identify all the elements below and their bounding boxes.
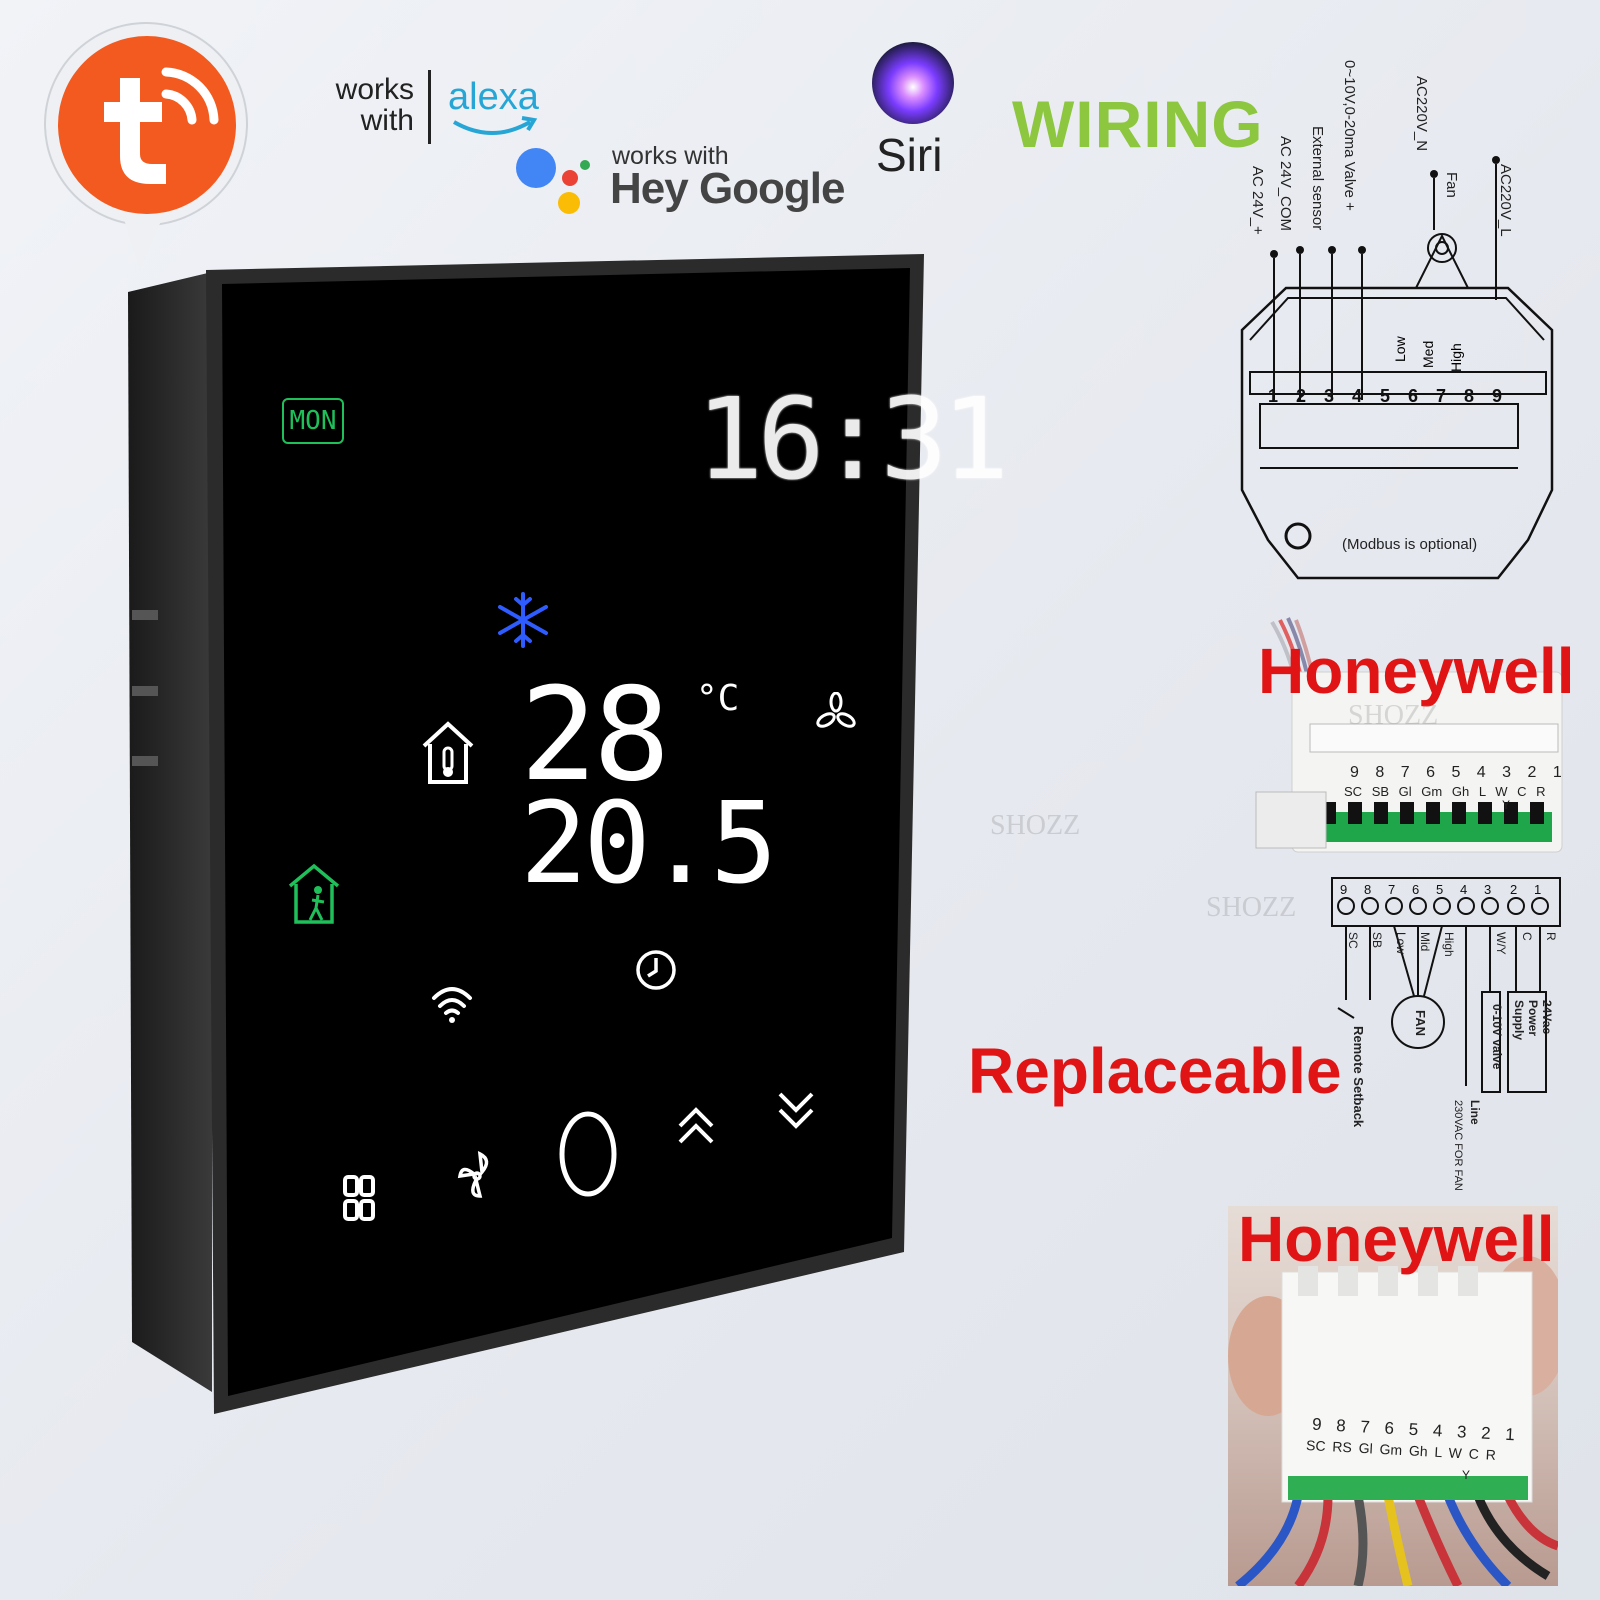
fan-speed-low: Low — [1392, 336, 1408, 362]
alexa-works-with: works with — [335, 73, 414, 137]
wifi-icon — [432, 987, 472, 1023]
tuya-logo-icon — [58, 36, 236, 214]
sch-label-r: R — [1544, 932, 1558, 941]
chevron-down-icon[interactable] — [776, 1088, 816, 1134]
google-dot-yellow — [558, 192, 580, 214]
watermark: SHOZZ — [1206, 892, 1297, 923]
honeywell-label-2: Honeywell — [1238, 1203, 1555, 1275]
svg-text:3: 3 — [1324, 386, 1334, 406]
svg-text:9: 9 — [1340, 882, 1347, 897]
menu-grid-icon[interactable] — [342, 1174, 376, 1224]
svg-text:7: 7 — [1436, 386, 1446, 406]
wire-label-2: AC 24V_COM — [1277, 136, 1294, 232]
honeywell-connector-photo — [1255, 617, 1563, 853]
honeywell-photo-art — [1228, 1256, 1558, 1586]
google-works-with: works with — [612, 142, 729, 170]
sch-label-sb: SB — [1370, 932, 1384, 949]
set-temperature-display: 20.5 — [520, 788, 778, 900]
wire-label-1: AC 24V_+ — [1249, 166, 1266, 235]
wiring-title: WIRING — [1012, 87, 1264, 161]
home-person-icon — [288, 863, 340, 924]
day-label: MON — [289, 406, 337, 436]
fan-icon[interactable] — [452, 1146, 502, 1204]
sch-label-high: High — [1442, 932, 1456, 957]
svg-text:8: 8 — [1364, 882, 1371, 897]
replaceable-label: Replaceable — [968, 1035, 1342, 1107]
svg-text:2: 2 — [1510, 882, 1517, 897]
wire-label-4: 0~10V,0-20ma Valve + — [1341, 60, 1358, 211]
day-badge: MON — [282, 398, 344, 444]
svg-text:5: 5 — [1380, 386, 1390, 406]
chevron-up-icon[interactable] — [676, 1102, 716, 1150]
honeywell-1-codes: SC SB Gl Gm Gh L W C R — [1344, 784, 1546, 799]
siri-orb-icon — [872, 42, 954, 124]
sch-label-mid: Mid — [1418, 932, 1432, 952]
sch-fan-label: FAN — [1413, 1010, 1428, 1036]
snowflake-icon — [498, 592, 548, 648]
wire-label-6: Fan — [1443, 172, 1460, 198]
sch-label-wy: W/Y — [1494, 932, 1508, 955]
watermark: SHOZZ — [1348, 700, 1439, 731]
sch-supply-label: 24Vac Power Supply — [1512, 1000, 1554, 1041]
fan-speed-high: High — [1448, 343, 1464, 372]
svg-text:4: 4 — [1460, 882, 1467, 897]
svg-text:1: 1 — [1268, 386, 1278, 406]
sch-label-sc: SC — [1346, 932, 1360, 949]
watermark: SHOZZ — [990, 810, 1081, 841]
temperature-unit: °C — [696, 678, 739, 719]
sch-valve-label: 0-10V valve — [1490, 1004, 1504, 1070]
honeywell-photo — [1228, 1206, 1558, 1586]
alexa-smile-icon — [452, 116, 538, 135]
svg-text:6: 6 — [1412, 882, 1419, 897]
google-brand: Hey Google — [610, 164, 845, 213]
honeywell-1-numbers: 9 8 7 6 5 4 3 2 1 — [1350, 764, 1562, 781]
google-dot-green — [580, 160, 590, 170]
temperature-display: 28 — [520, 672, 670, 800]
vent-slot — [132, 756, 158, 766]
honeywell-1-sub: Y — [1502, 798, 1511, 812]
sch-line-note: 230VAC FOR FAN — [1452, 1100, 1464, 1191]
svg-text:3: 3 — [1484, 882, 1491, 897]
clock-value: 16:31 — [696, 375, 1009, 505]
svg-text:8: 8 — [1464, 386, 1474, 406]
svg-text:5: 5 — [1436, 882, 1443, 897]
sch-label-low: Low — [1394, 932, 1408, 955]
honeywell-2-sub: Y — [1462, 1468, 1471, 1482]
temperature-unit-label: °C — [696, 678, 740, 719]
svg-text:2: 2 — [1296, 386, 1306, 406]
honeywell-schematic: 9 8 7 6 5 4 3 2 1 — [1331, 877, 1561, 1093]
google-dot-blue — [516, 148, 556, 188]
device-side — [128, 272, 212, 1392]
wire-label-5: AC220V_N — [1413, 76, 1430, 152]
fan-small-icon — [816, 692, 856, 728]
svg-text:7: 7 — [1388, 882, 1395, 897]
clock-icon — [636, 950, 676, 990]
device-glass — [222, 268, 910, 1396]
vent-slot — [132, 686, 158, 696]
sch-remote-setback: Remote Setback — [1351, 1026, 1366, 1128]
set-temperature-value: 20.5 — [520, 779, 778, 909]
fan-speed-med: Med — [1420, 340, 1436, 368]
sch-label-c: C — [1520, 932, 1534, 941]
google-dot-red — [562, 170, 578, 186]
vent-slot — [132, 610, 158, 620]
svg-text:6: 6 — [1408, 386, 1418, 406]
wire-label-7: AC220V_L — [1497, 164, 1514, 237]
wire-label-3: External sensor — [1309, 126, 1326, 231]
svg-text:4: 4 — [1352, 386, 1362, 406]
sch-line-label: Line — [1468, 1100, 1482, 1125]
modbus-note: (Modbus is optional) — [1342, 536, 1478, 553]
siri-brand: Siri — [876, 129, 943, 181]
alexa-divider — [428, 70, 431, 144]
clock-display: 16:31 — [696, 384, 1009, 496]
alexa-brand: alexa — [448, 76, 539, 118]
home-thermometer-icon — [422, 721, 474, 784]
svg-text:9: 9 — [1492, 386, 1502, 406]
honeywell-label-1: Honeywell — [1258, 635, 1575, 707]
power-button[interactable] — [556, 1110, 620, 1198]
temperature-value: 28 — [520, 661, 670, 810]
svg-text:1: 1 — [1534, 882, 1541, 897]
